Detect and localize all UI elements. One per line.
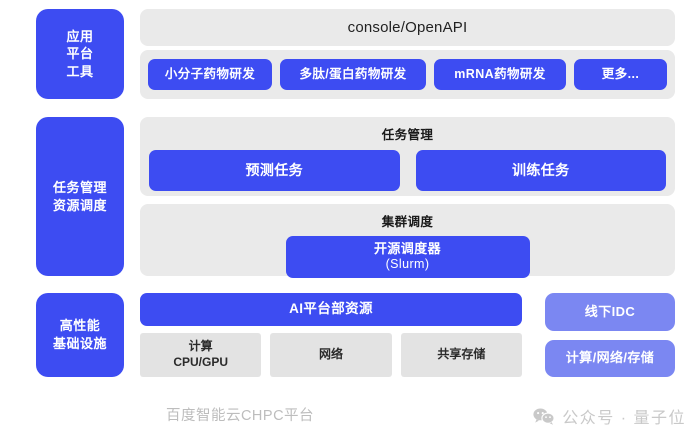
watermark: 公众号 · 量子位 — [533, 404, 686, 428]
category-chip-infrastructure: 高性能 基础设施 — [36, 293, 124, 377]
category-line: 任务管理 — [52, 179, 107, 195]
category-line: 应用 — [66, 28, 94, 44]
watermark-label: 公众号 · 量子位 — [562, 410, 686, 427]
panel-title-task-management: 任务管理 — [381, 128, 434, 142]
app-button-mrna[interactable]: mRNA药物研发 — [434, 59, 566, 90]
console-openapi-label: console/OpenAPI — [347, 19, 468, 36]
idc-box-compute-network-storage[interactable]: 计算/网络/存储 — [545, 339, 675, 377]
resource-box-compute: 计算 CPU/GPU — [140, 333, 262, 377]
category-line: 基础设施 — [52, 336, 107, 351]
panel-cluster-scheduling: 集群调度 开源调度器 (Slurm) — [140, 204, 675, 278]
infrastructure-resource-grid: 计算 CPU/GPU 网络 共享存储 — [140, 333, 522, 377]
task-button-prediction[interactable]: 预测任务 — [149, 150, 400, 191]
scheduler-name: 开源调度器 — [373, 241, 441, 257]
resource-title: 共享存储 — [437, 347, 486, 362]
panel-application-tools: 小分子药物研发 多肽/蛋白药物研发 mRNA药物研发 更多... — [140, 50, 675, 99]
resource-title: 计算 — [188, 339, 213, 354]
panel-title-cluster-scheduling: 集群调度 — [381, 215, 434, 229]
scheduler-box-slurm[interactable]: 开源调度器 (Slurm) — [285, 236, 530, 278]
category-line: 资源调度 — [52, 197, 107, 213]
app-button-more[interactable]: 更多... — [574, 59, 667, 90]
resource-subtitle: CPU/GPU — [173, 355, 228, 369]
scheduler-product: (Slurm) — [385, 257, 430, 272]
category-line: 平台 — [66, 46, 94, 62]
row-application-platform: 应用 平台 工具 console/OpenAPI 小分子药物研发 多肽/蛋白药物… — [0, 0, 700, 108]
row-infrastructure: 高性能 基础设施 AI平台部资源 计算 CPU/GPU 网络 共享存储 线下ID… — [0, 285, 700, 395]
resource-title: 网络 — [318, 347, 343, 362]
app-button-small-molecule[interactable]: 小分子药物研发 — [148, 59, 272, 90]
panel-console-openapi: console/OpenAPI — [140, 9, 675, 46]
task-button-group: 预测任务 训练任务 — [140, 143, 675, 191]
row-task-scheduling: 任务管理 资源调度 任务管理 预测任务 训练任务 集群调度 开源调度器 (Slu… — [0, 108, 700, 285]
wechat-icon — [533, 408, 555, 425]
category-line: 工具 — [66, 63, 94, 79]
category-line: 高性能 — [59, 318, 101, 334]
resource-box-network: 网络 — [270, 333, 392, 377]
category-chip-application: 应用 平台 工具 — [36, 9, 124, 99]
task-button-training[interactable]: 训练任务 — [415, 150, 666, 191]
idc-column: 线下IDC 计算/网络/存储 — [545, 293, 675, 377]
resource-box-shared-storage: 共享存储 — [400, 333, 522, 377]
category-chip-task-scheduling: 任务管理 资源调度 — [36, 117, 124, 276]
panel-task-management: 任务管理 预测任务 训练任务 — [140, 117, 675, 196]
ai-platform-resource-bar[interactable]: AI平台部资源 — [140, 293, 522, 326]
diagram-caption: 百度智能云CHPC平台 — [165, 408, 315, 424]
idc-box-offline[interactable]: 线下IDC — [545, 293, 675, 331]
footer: 百度智能云CHPC平台 公众号 · 量子位 — [0, 398, 700, 438]
scheduler-wrapper: 开源调度器 (Slurm) — [140, 230, 675, 278]
app-button-peptide-protein[interactable]: 多肽/蛋白药物研发 — [280, 59, 426, 90]
